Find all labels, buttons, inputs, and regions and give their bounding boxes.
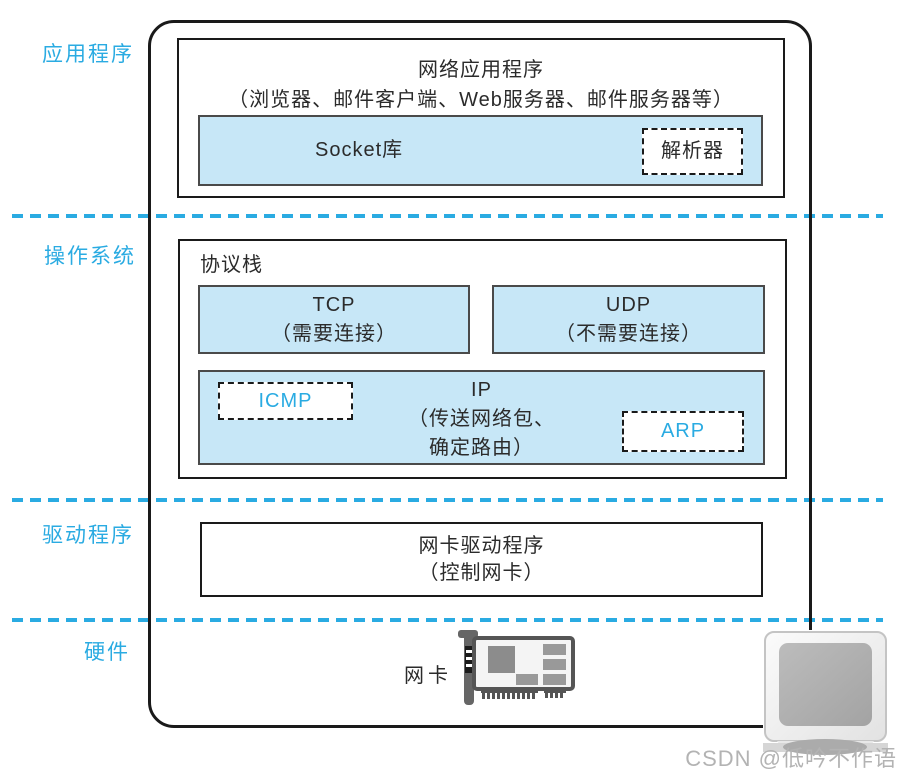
ip-label: IP: [471, 379, 492, 401]
ip-box: IP （传送网络包、 确定路由） ICMP ARP: [198, 370, 765, 465]
resolver-label: 解析器: [661, 140, 724, 162]
separator-app-os: [12, 214, 883, 218]
nic-label: 网卡: [404, 665, 452, 687]
udp-box: UDP （不需要连接）: [492, 285, 765, 354]
icmp-box: ICMP: [218, 382, 353, 420]
watermark: CSDN @低吟不作语: [685, 746, 897, 771]
ip-sublabel-1: （传送网络包、: [408, 408, 555, 430]
layer-label-driver: 驱动程序: [42, 524, 134, 547]
separator-os-driver: [12, 498, 883, 502]
tcp-label: TCP: [312, 294, 356, 316]
nic-driver-box: 网卡驱动程序 （控制网卡）: [200, 522, 763, 597]
app-box-title: 网络应用程序: [418, 59, 544, 81]
socket-library-box: Socket库 解析器: [198, 115, 763, 186]
computer-icon: [763, 630, 888, 756]
app-box-subtitle: （浏览器、邮件客户端、Web服务器、邮件服务器等）: [228, 89, 734, 111]
protocol-stack-box: 协议栈 TCP （需要连接） UDP （不需要连接） IP （传送网络包、 确定…: [178, 239, 787, 479]
layer-label-hardware: 硬件: [84, 641, 130, 664]
network-application-box: 网络应用程序 （浏览器、邮件客户端、Web服务器、邮件服务器等） Socket库…: [177, 38, 785, 198]
resolver-box: 解析器: [642, 128, 743, 175]
udp-label: UDP: [605, 294, 652, 316]
udp-sublabel: （不需要连接）: [555, 323, 702, 345]
nic-icon: [458, 630, 575, 705]
layer-label-os: 操作系统: [44, 245, 136, 268]
separator-driver-hardware: [12, 618, 883, 622]
nic-driver-sublabel: （控制网卡）: [418, 562, 545, 584]
arp-label: ARP: [660, 420, 706, 442]
nic-driver-label: 网卡驱动程序: [418, 535, 545, 557]
tcp-sublabel: （需要连接）: [271, 323, 397, 345]
arp-box: ARP: [622, 411, 744, 452]
ip-sublabel-2: 确定路由）: [429, 437, 534, 459]
icmp-label: ICMP: [258, 390, 313, 412]
layer-label-application: 应用程序: [42, 43, 134, 66]
tcp-box: TCP （需要连接）: [198, 285, 470, 354]
protocol-stack-title: 协议栈: [200, 254, 263, 276]
socket-library-label: Socket库: [315, 139, 404, 161]
